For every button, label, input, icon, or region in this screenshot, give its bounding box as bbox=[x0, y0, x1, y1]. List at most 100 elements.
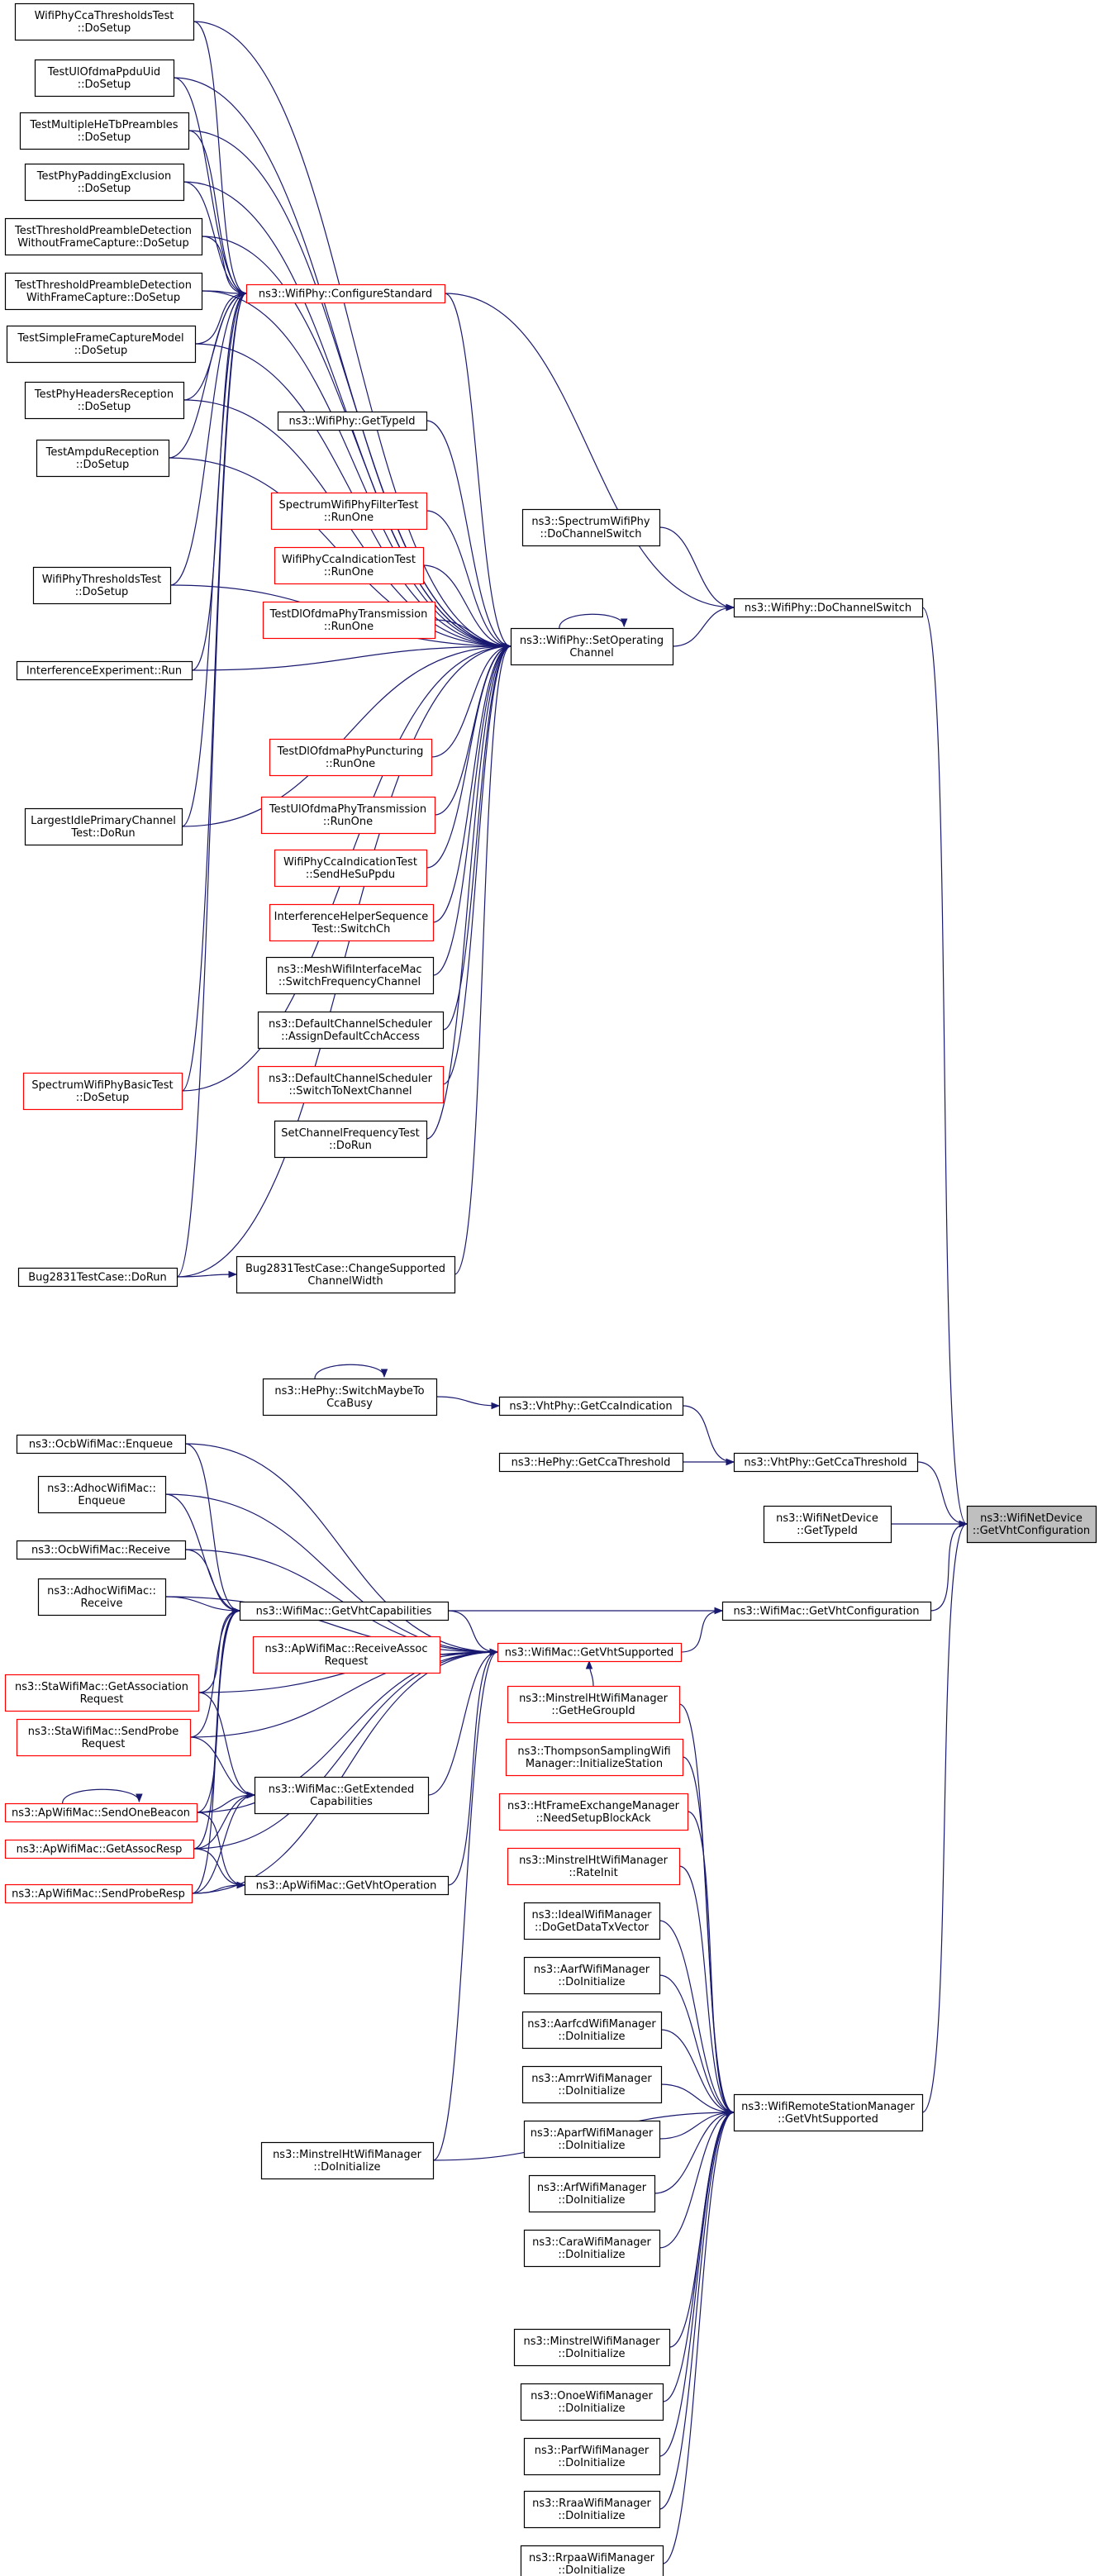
node-netdev-getvht[interactable]: ns3::WifiNetDevice::GetVhtConfiguration bbox=[966, 1505, 1097, 1544]
node-phy-thresholds[interactable]: WifiPhyThresholdsTest::DoSetup bbox=[32, 566, 172, 605]
node-rsm-get-vht[interactable]: ns3::WifiRemoteStationManager::GetVhtSup… bbox=[733, 2093, 924, 2132]
node-mac-get-vht-conf[interactable]: ns3::WifiMac::GetVhtConfiguration bbox=[721, 1601, 932, 1621]
node-ulofdma-trans[interactable]: TestUlOfdmaPhyTransmission::RunOne bbox=[260, 796, 436, 835]
node-rrpaa-init[interactable]: ns3::RrpaaWifiManager::DoInitialize bbox=[520, 2545, 664, 2576]
node-get-typeid-phy[interactable]: ns3::WifiPhy::GetTypeId bbox=[277, 411, 428, 431]
node-ocb-receive[interactable]: ns3::OcbWifiMac::Receive bbox=[16, 1540, 187, 1560]
node-onoe-init[interactable]: ns3::OnoeWifiManager::DoInitialize bbox=[520, 2383, 664, 2421]
edge-amrr-init-to-rsm-get-vht bbox=[660, 2083, 735, 2117]
node-label: ns3::WifiRemoteStationManager bbox=[741, 2101, 915, 2113]
node-mesh-switch[interactable]: ns3::MeshWifiInterfaceMac::SwitchFrequen… bbox=[265, 956, 435, 995]
node-set-chan-freq[interactable]: SetChannelFrequencyTest::DoRun bbox=[274, 1120, 428, 1159]
node-bug-change[interactable]: Bug2831TestCase::ChangeSupportedChannelW… bbox=[236, 1255, 456, 1294]
node-label: InterferenceExperiment::Run bbox=[26, 665, 182, 678]
node-label: TestSimpleFrameCaptureModel bbox=[17, 332, 183, 345]
node-label: ::DoSetup bbox=[78, 183, 131, 195]
node-adhoc-receive[interactable]: ns3::AdhocWifiMac::Receive bbox=[37, 1578, 167, 1617]
edge-cca-ind-runone-to-set-op-channel bbox=[422, 564, 512, 650]
node-box bbox=[244, 1875, 450, 1896]
node-box bbox=[523, 2437, 661, 2476]
node-cca-thresh[interactable]: WifiPhyCcaThresholdsTest::DoSetup bbox=[14, 2, 195, 41]
node-minstrel-init[interactable]: ns3::MinstrelWifiManager::DoInitialize bbox=[513, 2328, 671, 2367]
node-phy-padding[interactable]: TestPhyPaddingExclusion::DoSetup bbox=[24, 163, 185, 202]
edge-multiple-hetb-to-configure-std bbox=[188, 130, 248, 298]
node-cca-ind-runone[interactable]: WifiPhyCcaIndicationTest::RunOne bbox=[274, 546, 425, 585]
node-ocb-enqueue[interactable]: ns3::OcbWifiMac::Enqueue bbox=[16, 1434, 187, 1455]
node-box bbox=[14, 2, 195, 41]
node-configure-std[interactable]: ns3::WifiPhy::ConfigureStandard bbox=[245, 283, 446, 304]
node-def-sched-next[interactable]: ns3::DefaultChannelScheduler::SwitchToNe… bbox=[257, 1065, 445, 1104]
node-hephy-get-cca[interactable]: ns3::HePhy::GetCcaThreshold bbox=[498, 1452, 684, 1473]
node-box bbox=[254, 1776, 430, 1815]
node-box bbox=[510, 627, 674, 666]
node-box bbox=[236, 1255, 456, 1294]
node-aparf-init[interactable]: ns3::AparfWifiManager::DoInitialize bbox=[523, 2120, 661, 2159]
node-label: ::DoSetup bbox=[78, 131, 131, 144]
edge-ap-send-beacon-to-ap-get-vht-op bbox=[196, 1812, 246, 1889]
node-ap-get-vht-op[interactable]: ns3::ApWifiMac::GetVhtOperation bbox=[244, 1875, 450, 1896]
edge-sta-send-probe-to-mac-get-ext-caps bbox=[189, 1736, 256, 1799]
node-dlofdma-trans[interactable]: TestDlOfdmaPhyTransmission::RunOne bbox=[262, 601, 436, 640]
node-adhoc-enqueue[interactable]: ns3::AdhocWifiMac::Enqueue bbox=[37, 1475, 167, 1514]
node-ap-send-probe-resp[interactable]: ns3::ApWifiMac::SendProbeResp bbox=[4, 1883, 193, 1904]
edge-aparf-init-to-rsm-get-vht bbox=[659, 2108, 735, 2140]
node-box bbox=[733, 598, 924, 618]
node-spectrum-basic[interactable]: SpectrumWifiPhyBasicTest::DoSetup bbox=[22, 1072, 183, 1111]
node-multiple-hetb[interactable]: TestMultipleHeTbPreambles::DoSetup bbox=[19, 112, 190, 150]
node-minstrel-ht-getgroup[interactable]: ns3::MinstrelHtWifiManager::GetHeGroupId bbox=[507, 1685, 681, 1724]
node-ap-send-beacon[interactable]: ns3::ApWifiMac::SendOneBeacon bbox=[4, 1802, 198, 1823]
node-phy-headers[interactable]: TestPhyHeadersReception::DoSetup bbox=[24, 381, 185, 420]
node-rraa-init[interactable]: ns3::RraaWifiManager::DoInitialize bbox=[523, 2490, 661, 2529]
node-simple-capture[interactable]: TestSimpleFrameCaptureModel::DoSetup bbox=[6, 325, 197, 364]
node-ht-frame-exch[interactable]: ns3::HtFrameExchangeManager::NeedSetupBl… bbox=[498, 1793, 689, 1831]
node-aarfcd-init[interactable]: ns3::AarfcdWifiManager::DoInitialize bbox=[521, 2011, 663, 2050]
node-thresh-with[interactable]: TestThresholdPreambleDetectionWithFrameC… bbox=[4, 272, 203, 311]
node-thresh-without[interactable]: TestThresholdPreambleDetectionWithoutFra… bbox=[4, 217, 203, 256]
node-parf-init[interactable]: ns3::ParfWifiManager::DoInitialize bbox=[523, 2437, 661, 2476]
node-cara-init[interactable]: ns3::CaraWifiManager::DoInitialize bbox=[523, 2229, 661, 2268]
node-label: ns3::ThompsonSamplingWifi bbox=[517, 1745, 670, 1758]
node-bug-dorun[interactable]: Bug2831TestCase::DoRun bbox=[17, 1267, 178, 1288]
node-ulofdma-ppduid[interactable]: TestUlOfdmaPpduUid::DoSetup bbox=[34, 59, 175, 98]
node-ideal-getdata[interactable]: ns3::IdealWifiManager::DoGetDataTxVector bbox=[523, 1902, 661, 1940]
edge-rraa-init-to-rsm-get-vht bbox=[659, 2108, 735, 2510]
node-ap-get-assoc-resp[interactable]: ns3::ApWifiMac::GetAssocResp bbox=[4, 1839, 195, 1859]
node-vht-get-cca[interactable]: ns3::VhtPhy::GetCcaThreshold bbox=[733, 1452, 919, 1473]
node-interference-run[interactable]: InterferenceExperiment::Run bbox=[16, 660, 193, 681]
node-label: WifiPhyCcaIndicationTest bbox=[283, 856, 417, 869]
node-minstrel-ht-init[interactable]: ns3::MinstrelHtWifiManager::DoInitialize bbox=[260, 2141, 435, 2180]
node-vht-get-cca-ind[interactable]: ns3::VhtPhy::GetCcaIndication bbox=[498, 1396, 684, 1417]
node-dlofdma-punct[interactable]: TestDlOfdmaPhyPuncturing::RunOne bbox=[269, 738, 433, 777]
node-cca-send-he[interactable]: WifiPhyCcaIndicationTest::SendHeSuPpdu bbox=[274, 849, 428, 888]
node-label: SetChannelFrequencyTest bbox=[281, 1127, 419, 1140]
node-ampdu-recv[interactable]: TestAmpduReception::DoSetup bbox=[36, 439, 170, 478]
node-box bbox=[19, 112, 190, 150]
node-label: ns3::OcbWifiMac::Enqueue bbox=[29, 1439, 173, 1451]
node-wifiphy-dochan[interactable]: ns3::WifiPhy::DoChannelSwitch bbox=[733, 598, 924, 618]
node-mac-get-vht-caps[interactable]: ns3::WifiMac::GetVhtCapabilities bbox=[239, 1601, 450, 1621]
node-def-sched-assign[interactable]: ns3::DefaultChannelScheduler::AssignDefa… bbox=[257, 1011, 445, 1050]
node-label: ns3::OcbWifiMac::Receive bbox=[31, 1545, 170, 1557]
node-spectrum-dochan[interactable]: ns3::SpectrumWifiPhy::DoChannelSwitch bbox=[521, 508, 661, 547]
node-minstrel-ht-rateinit[interactable]: ns3::MinstrelHtWifiManager::RateInit bbox=[507, 1847, 681, 1886]
node-spectrum-filter[interactable]: SpectrumWifiPhyFilterTest::RunOne bbox=[270, 492, 428, 531]
node-box bbox=[24, 807, 183, 846]
node-label: ns3::HtFrameExchangeManager bbox=[507, 1800, 680, 1812]
node-netdev-typeid[interactable]: ns3::WifiNetDevice::GetTypeId bbox=[763, 1505, 892, 1544]
node-label: ::DoInitialize bbox=[558, 2510, 625, 2522]
node-mac-get-vht-supp[interactable]: ns3::WifiMac::GetVhtSupported bbox=[497, 1642, 683, 1663]
node-box bbox=[721, 1601, 932, 1621]
node-arf-init[interactable]: ns3::ArfWifiManager::DoInitialize bbox=[528, 2174, 656, 2213]
node-aarf-init[interactable]: ns3::AarfWifiManager::DoInitialize bbox=[523, 1956, 661, 1995]
node-label: WithFrameCapture::DoSetup bbox=[26, 292, 180, 304]
node-amrr-init[interactable]: ns3::AmrrWifiManager::DoInitialize bbox=[521, 2065, 663, 2104]
node-thompson-init[interactable]: ns3::ThompsonSamplingWifiManager::Initia… bbox=[505, 1738, 684, 1777]
